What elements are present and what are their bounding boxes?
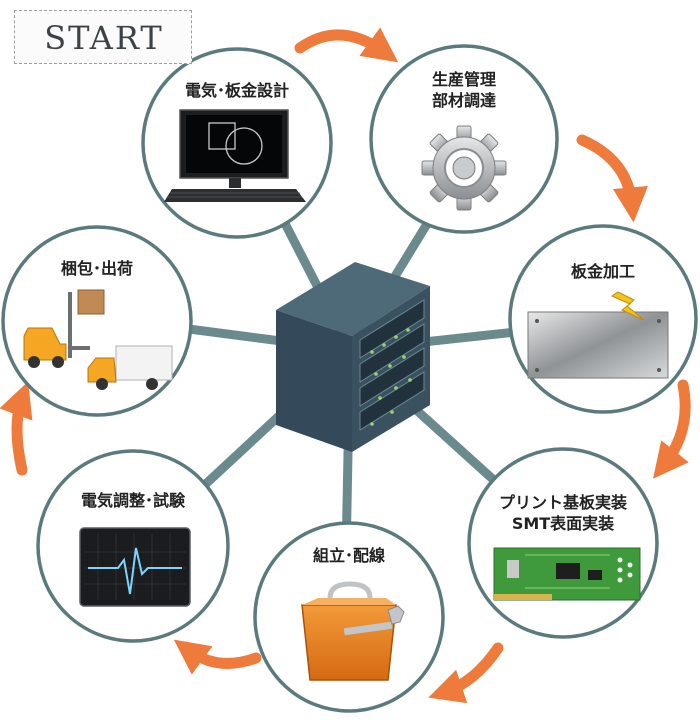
start-badge: START — [14, 10, 192, 64]
label-smt: プリント基板実装 SMT表面実装 — [483, 492, 643, 534]
arrow-2 — [576, 134, 648, 223]
start-label: START — [44, 19, 164, 57]
toolbox-icon — [301, 581, 405, 681]
gear-icon — [421, 125, 507, 211]
label-smt-line-1: プリント基板実装 — [498, 493, 627, 512]
label-sheetmetal: 板金加工 — [533, 261, 673, 282]
label-procurement-line-2: 部材調達 — [431, 91, 496, 110]
label-procurement-line-1: 生産管理 — [431, 70, 496, 89]
arrow-4 — [428, 642, 504, 704]
server-rack-icon — [276, 262, 430, 452]
label-smt-line-2: SMT表面実装 — [511, 514, 615, 533]
arrow-3 — [653, 379, 691, 479]
label-testing-line-1: 電気調整･試験 — [80, 491, 185, 510]
arrow-5 — [173, 639, 262, 675]
circuit-board-icon — [493, 547, 641, 601]
forklift-truck-icon — [23, 289, 173, 390]
label-sheetmetal-line-1: 板金加工 — [570, 262, 635, 281]
label-shipping-line-1: 梱包･出荷 — [60, 259, 133, 278]
label-shipping: 梱包･出荷 — [27, 258, 167, 279]
label-design-line-1: 電気･板金設計 — [184, 81, 289, 100]
cycle-arrows — [0, 27, 691, 704]
arrow-6 — [0, 381, 33, 476]
label-assembly: 組立･配線 — [279, 545, 419, 566]
label-testing: 電気調整･試験 — [58, 490, 208, 511]
oscilloscope-icon — [79, 527, 191, 607]
label-assembly-line-1: 組立･配線 — [312, 546, 385, 565]
metal-plate-icon — [527, 291, 669, 379]
label-design: 電気･板金設計 — [167, 80, 307, 101]
monitor-icon — [164, 109, 306, 202]
arrow-1 — [294, 27, 399, 63]
circle-smt — [467, 447, 659, 639]
label-procurement: 生産管理 部材調達 — [394, 69, 534, 111]
